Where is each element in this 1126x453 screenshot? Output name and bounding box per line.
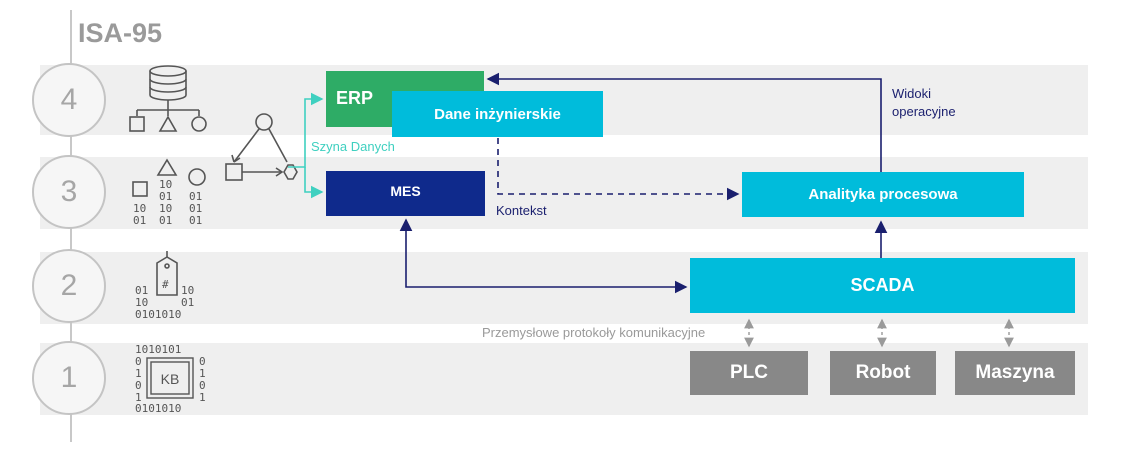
- plc-box: PLC: [690, 351, 808, 395]
- level-2-number: 2: [60, 269, 78, 302]
- svg-text:01: 01: [159, 214, 172, 227]
- level-1-circle: 1: [32, 341, 106, 415]
- svg-text:10: 10: [181, 284, 194, 297]
- svg-text:0: 0: [135, 355, 142, 368]
- machine-box: Maszyna: [955, 351, 1075, 395]
- level-3-number: 3: [60, 175, 78, 208]
- axis-line-bottom: [70, 410, 72, 442]
- engineering-data-box: Dane inżynierskie: [392, 91, 603, 137]
- tag-hash: #: [162, 278, 169, 291]
- mes-box: MES: [326, 171, 485, 216]
- analytics-label: Analityka procesowa: [808, 186, 958, 203]
- svg-text:0101010: 0101010: [135, 402, 181, 413]
- level-1-number: 1: [60, 361, 78, 394]
- engineering-data-label: Dane inżynierskie: [434, 105, 561, 123]
- erp-label: ERP: [336, 88, 374, 108]
- operational-views-arrow: [486, 72, 882, 172]
- svg-text:1010101: 1010101: [135, 343, 181, 356]
- svg-text:0: 0: [199, 379, 206, 392]
- scada-box: SCADA: [690, 258, 1075, 313]
- protocols-label: Przemysłowe protokoły komunikacyjne: [482, 325, 706, 340]
- page-title: ISA-95: [78, 18, 163, 48]
- database-hierarchy-icon: [129, 65, 207, 132]
- svg-text:01: 01: [189, 190, 202, 203]
- svg-text:10: 10: [133, 202, 146, 215]
- context-arrow: [497, 138, 740, 201]
- svg-text:10: 10: [159, 202, 172, 215]
- axis-line-mid: [70, 60, 72, 420]
- svg-text:01: 01: [189, 214, 202, 227]
- svg-text:1: 1: [135, 391, 142, 404]
- svg-text:01: 01: [181, 296, 194, 309]
- level-4-circle: 4: [32, 63, 106, 137]
- axis-line-top: [70, 10, 72, 65]
- level-4-number: 4: [60, 83, 78, 116]
- svg-text:01: 01: [189, 202, 202, 215]
- level-3-circle: 3: [32, 155, 106, 229]
- svg-text:01: 01: [133, 214, 146, 227]
- plc-label: PLC: [730, 362, 768, 383]
- bits-l3-a: 10: [159, 178, 172, 191]
- svg-text:0: 0: [135, 379, 142, 392]
- operational-views-label-2: operacyjne: [892, 104, 956, 119]
- triangle-nodes-icon: [225, 113, 298, 181]
- operational-views-label-1: Widoki: [892, 86, 932, 101]
- robot-box: Robot: [830, 351, 936, 395]
- svg-text:0: 0: [199, 355, 206, 368]
- kb-chip-icon: 1010101 0 0 1 1 0 0 1 1 0101010 KB: [135, 343, 206, 413]
- level-2-circle: 2: [32, 249, 106, 323]
- kb-label: KB: [161, 371, 180, 387]
- svg-text:1: 1: [199, 391, 206, 404]
- analytics-box: Analityka procesowa: [742, 172, 1024, 217]
- machine-label: Maszyna: [975, 362, 1055, 383]
- svg-text:0101010: 0101010: [135, 308, 181, 321]
- context-label: Kontekst: [496, 203, 547, 218]
- data-bus-line: [288, 92, 324, 168]
- svg-text:1: 1: [135, 367, 142, 380]
- svg-text:10: 10: [135, 296, 148, 309]
- svg-text:1: 1: [199, 367, 206, 380]
- scada-label: SCADA: [850, 275, 915, 295]
- robot-label: Robot: [855, 362, 911, 383]
- mes-label: MES: [390, 183, 421, 199]
- svg-text:01: 01: [159, 190, 172, 203]
- mes-scada-arrow: [399, 218, 688, 294]
- data-bus-label: Szyna Danych: [311, 139, 395, 154]
- svg-text:01: 01: [135, 284, 148, 297]
